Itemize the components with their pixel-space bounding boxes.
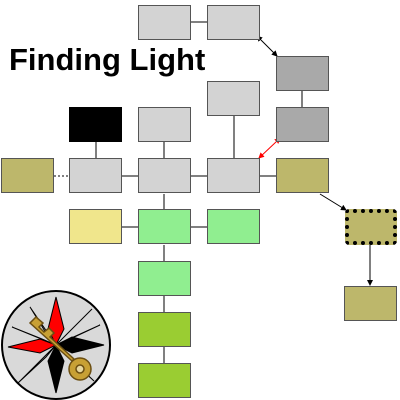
game-title: Finding Light xyxy=(9,42,206,77)
room-top-left[interactable] xyxy=(138,5,191,40)
room-center[interactable] xyxy=(138,158,191,193)
room-current[interactable] xyxy=(345,209,397,245)
room-green-east[interactable] xyxy=(207,209,260,244)
room-khaki[interactable] xyxy=(69,209,122,244)
room-upper-center[interactable] xyxy=(138,107,191,142)
link-mid-east-east-red xyxy=(258,137,281,159)
room-green-south[interactable] xyxy=(138,261,191,296)
link-top-right-upper-east xyxy=(256,35,278,57)
room-exit-olive[interactable] xyxy=(344,286,397,321)
room-upper-east[interactable] xyxy=(276,56,329,91)
room-east[interactable] xyxy=(207,158,260,193)
room-yellowgreen-1[interactable] xyxy=(138,312,191,347)
room-far-west[interactable] xyxy=(1,158,54,193)
room-mid-east[interactable] xyxy=(276,107,329,142)
room-black[interactable] xyxy=(69,107,122,142)
room-yellowgreen-2[interactable] xyxy=(138,363,191,398)
room-top-right[interactable] xyxy=(207,5,260,40)
link-far-east-current xyxy=(319,193,347,211)
room-west[interactable] xyxy=(69,158,122,193)
room-green-center[interactable] xyxy=(138,209,191,244)
compass-key-icon xyxy=(1,290,111,400)
room-upper-right[interactable] xyxy=(207,81,260,116)
room-far-east[interactable] xyxy=(276,158,329,193)
